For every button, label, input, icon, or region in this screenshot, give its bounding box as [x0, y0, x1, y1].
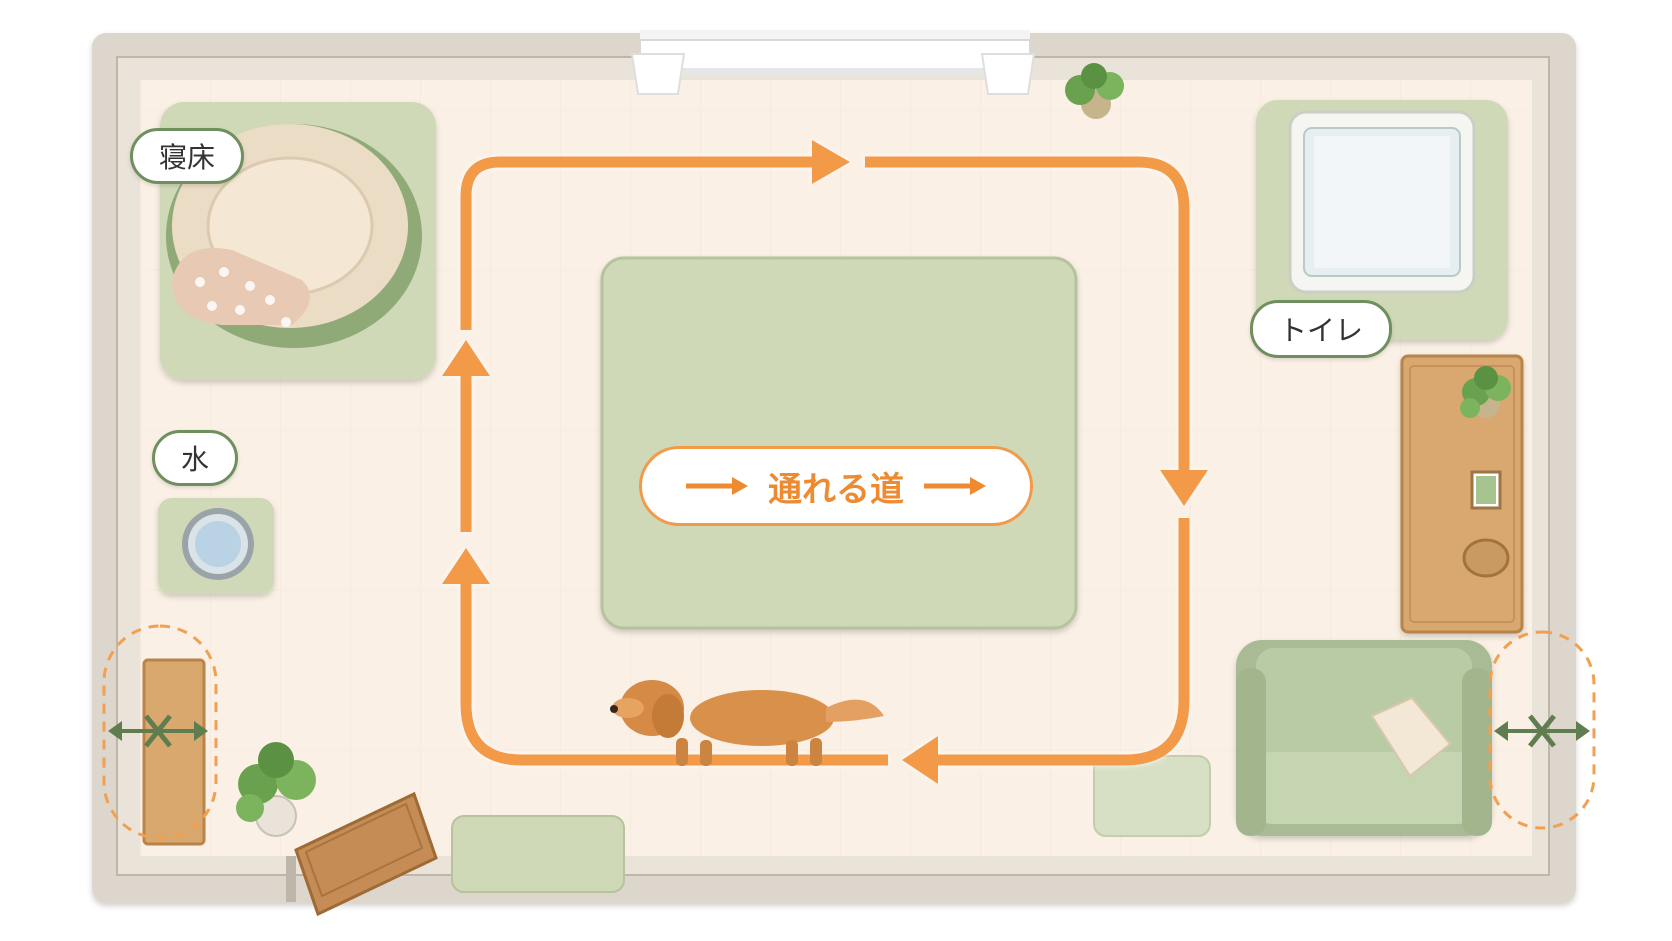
potted-plant-icon — [236, 742, 316, 837]
blocked-gap-right — [1488, 630, 1596, 830]
small-mat — [1093, 755, 1211, 837]
center-rug — [600, 256, 1078, 630]
narrow-bench — [142, 658, 206, 846]
blocked-gap-icon — [1528, 714, 1556, 748]
water-bowl-icon — [182, 508, 254, 580]
sofa-icon — [1236, 640, 1492, 836]
cabinet-icon — [1400, 354, 1524, 634]
walking-path — [442, 140, 1208, 784]
toilet-label: トイレ — [1250, 300, 1392, 358]
right-arrow-icon — [924, 477, 986, 495]
water-area — [158, 498, 274, 594]
toilet-area — [1256, 100, 1508, 340]
bed-label: 寝床 — [130, 128, 244, 184]
path-label: 通れる道 — [639, 446, 1033, 526]
potted-plant-icon — [1065, 63, 1124, 119]
window-icon — [630, 30, 1036, 95]
potted-plant-icon — [1460, 366, 1511, 418]
blocked-gap-left — [102, 624, 218, 840]
entrance-mat — [451, 815, 625, 893]
pet-toilet-tray-icon — [1288, 110, 1476, 294]
water-label: 水 — [152, 430, 238, 486]
dog-icon — [610, 680, 884, 766]
right-arrow-icon — [686, 477, 748, 495]
blocked-gap-icon — [144, 714, 172, 748]
path-label-text: 通れる道 — [768, 469, 904, 510]
door-icon — [286, 791, 438, 917]
